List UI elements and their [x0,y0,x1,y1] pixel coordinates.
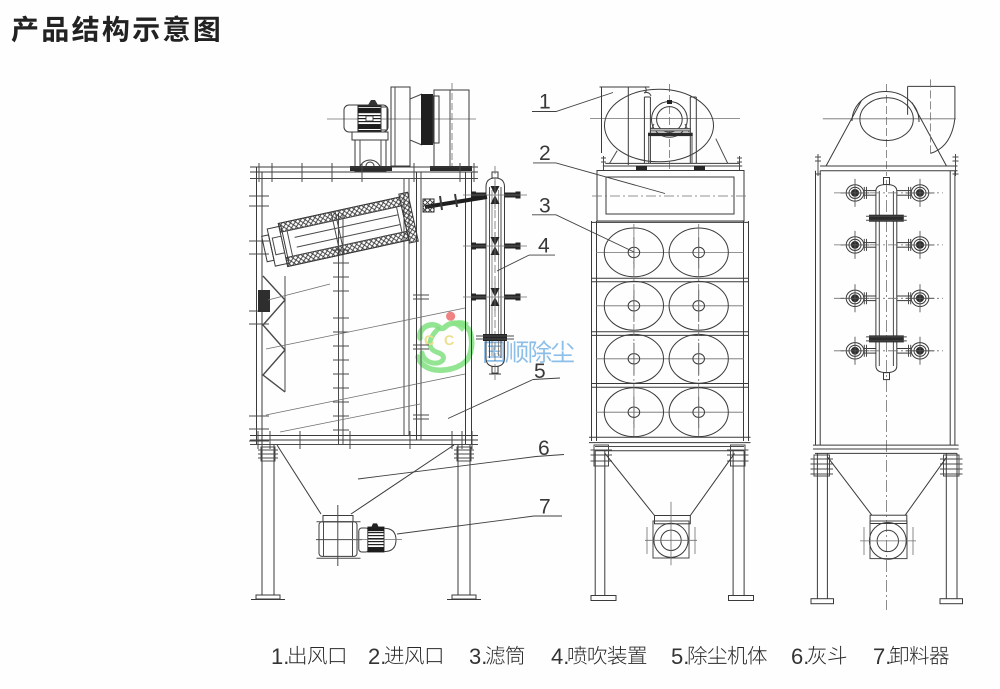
svg-text:C: C [423,332,434,349]
svg-text:2: 2 [539,142,551,165]
svg-text:1.: 1. [271,644,289,669]
svg-text:4: 4 [538,234,550,257]
svg-text:7: 7 [539,496,551,519]
svg-text:4.: 4. [551,644,569,669]
svg-text:6.: 6. [791,644,809,669]
svg-text:7.: 7. [873,644,891,669]
svg-text:3: 3 [539,195,551,218]
svg-text:2.: 2. [368,644,386,669]
svg-text:3.: 3. [469,644,487,669]
svg-text:C: C [443,332,454,349]
svg-text:6: 6 [538,437,550,460]
svg-text:1: 1 [539,91,551,114]
svg-text:5: 5 [534,360,546,383]
svg-text:5.: 5. [671,644,689,669]
